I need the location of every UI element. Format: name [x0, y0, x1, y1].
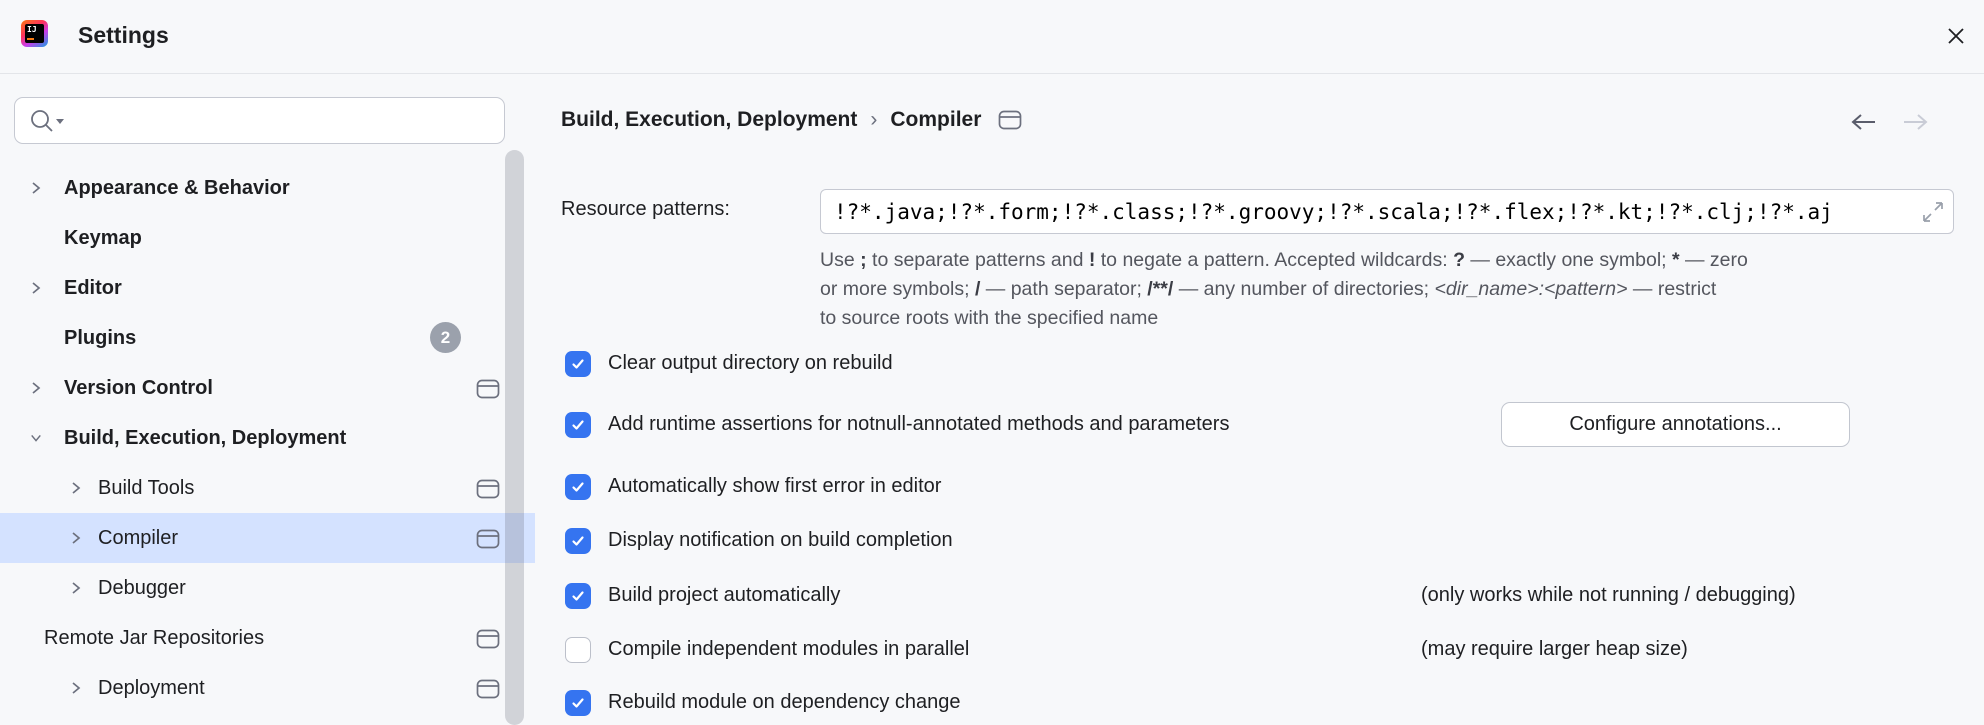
sidebar-item-plugins[interactable]: Plugins 2 — [0, 313, 535, 363]
option-label[interactable]: Automatically show first error in editor — [608, 475, 942, 497]
sidebar-item-label: Remote Jar Repositories — [44, 626, 265, 649]
window-icon — [476, 479, 500, 499]
sidebar-scrollbar[interactable] — [505, 150, 524, 725]
sidebar-item-label: Version Control — [64, 376, 213, 399]
sidebar-item-build-execution-deployment[interactable]: Build, Execution, Deployment — [0, 413, 535, 463]
sidebar-item-deployment[interactable]: Deployment — [0, 663, 535, 713]
checkbox-compile-parallel[interactable] — [565, 636, 591, 663]
option-row-show-first-error: Automatically show first error in editor — [565, 473, 941, 500]
check-icon — [572, 358, 584, 369]
chevron-right-icon[interactable] — [70, 682, 82, 694]
check-icon — [572, 481, 584, 492]
window-icon — [998, 110, 1022, 130]
configure-annotations-button[interactable]: Configure annotations... — [1501, 402, 1850, 447]
sidebar-item-remote-jar-repositories[interactable]: Remote Jar Repositories — [0, 613, 535, 663]
chevron-right-icon[interactable] — [70, 582, 82, 594]
sidebar-item-label: Build, Execution, Deployment — [64, 426, 347, 449]
option-row-build-automatically: Build project automatically — [565, 582, 840, 609]
option-label[interactable]: Display notification on build completion — [608, 529, 953, 551]
chevron-down-icon[interactable] — [30, 432, 42, 444]
chevron-right-icon[interactable] — [70, 532, 82, 544]
sidebar-item-editor[interactable]: Editor — [0, 263, 535, 313]
option-hint: (may require larger heap size) — [1421, 638, 1688, 660]
close-icon — [1948, 28, 1964, 44]
checkbox-runtime-assertions[interactable] — [565, 411, 591, 438]
breadcrumb-parent: Build, Execution, Deployment — [561, 108, 858, 131]
sidebar-item-label: Appearance & Behavior — [64, 176, 290, 199]
checkbox-show-first-error[interactable] — [565, 473, 591, 500]
check-icon — [572, 535, 584, 546]
checkbox-display-notification[interactable] — [565, 527, 591, 554]
sidebar-item-compiler[interactable]: Compiler — [0, 513, 535, 563]
chevron-right-icon[interactable] — [30, 382, 42, 394]
plugins-count-badge: 2 — [430, 322, 461, 353]
close-button[interactable] — [1936, 16, 1976, 56]
window-icon — [476, 529, 500, 549]
chevron-right-icon[interactable] — [30, 282, 42, 294]
option-label[interactable]: Clear output directory on rebuild — [608, 352, 893, 374]
sidebar-item-label: Keymap — [64, 226, 142, 249]
window-icon — [476, 679, 500, 699]
resource-patterns-input[interactable] — [821, 190, 1914, 233]
check-icon — [572, 419, 584, 430]
window-icon — [476, 629, 500, 649]
chevron-right-icon[interactable] — [30, 182, 42, 194]
dialog-header: IJ Settings — [0, 0, 1984, 74]
expand-icon[interactable] — [1921, 200, 1945, 224]
sidebar-item-label: Build Tools — [98, 476, 195, 499]
arrow-left-icon — [1851, 114, 1875, 130]
sidebar-item-label: Debugger — [98, 576, 186, 599]
intellij-logo-icon: IJ — [21, 20, 48, 47]
resource-patterns-field — [820, 189, 1954, 234]
option-hint: (only works while not running / debuggin… — [1421, 584, 1796, 606]
checkbox-build-automatically[interactable] — [565, 582, 591, 609]
arrow-right-icon — [1904, 114, 1928, 130]
sidebar-item-keymap[interactable]: Keymap — [0, 213, 535, 263]
option-label[interactable]: Compile independent modules in parallel — [608, 638, 970, 660]
sidebar-item-version-control[interactable]: Version Control — [0, 363, 535, 413]
back-button[interactable] — [1845, 108, 1881, 136]
forward-button[interactable] — [1898, 108, 1934, 136]
breadcrumb-separator-icon: › — [870, 108, 878, 131]
chevron-right-icon[interactable] — [70, 482, 82, 494]
check-icon — [572, 697, 584, 708]
option-row-clear-output: Clear output directory on rebuild — [565, 350, 893, 377]
option-row-runtime-assertions: Add runtime assertions for notnull-annot… — [565, 411, 1229, 438]
sidebar-item-label: Editor — [64, 276, 122, 299]
checkbox-clear-output[interactable] — [565, 350, 591, 377]
settings-search-box — [14, 97, 505, 144]
resource-patterns-help: Use ; to separate patterns and ! to nega… — [820, 249, 1748, 329]
breadcrumb: Build, Execution, Deployment › Compiler — [561, 108, 1022, 132]
sidebar-item-label: Deployment — [98, 676, 205, 699]
check-icon — [572, 590, 584, 601]
option-row-rebuild-on-dependency-change: Rebuild module on dependency change — [565, 689, 961, 716]
sidebar-item-appearance-behavior[interactable]: Appearance & Behavior — [0, 163, 535, 213]
checkbox-rebuild-on-dependency-change[interactable] — [565, 689, 591, 716]
window-icon — [476, 379, 500, 399]
search-icon[interactable] — [28, 108, 72, 134]
sidebar-item-label: Compiler — [98, 526, 179, 549]
option-label[interactable]: Rebuild module on dependency change — [608, 691, 961, 713]
option-row-display-notification: Display notification on build completion — [565, 527, 953, 554]
breadcrumb-current: Compiler — [890, 108, 982, 131]
sidebar-item-label: Plugins — [64, 326, 137, 349]
option-label[interactable]: Build project automatically — [608, 584, 841, 606]
dialog-title: Settings — [78, 22, 169, 48]
resource-patterns-label: Resource patterns: — [561, 198, 730, 220]
option-label[interactable]: Add runtime assertions for notnull-annot… — [608, 413, 1230, 435]
option-row-compile-parallel: Compile independent modules in parallel — [565, 636, 969, 663]
search-input[interactable] — [73, 100, 497, 142]
sidebar-item-debugger[interactable]: Debugger — [0, 563, 535, 613]
sidebar-item-build-tools[interactable]: Build Tools — [0, 463, 535, 513]
